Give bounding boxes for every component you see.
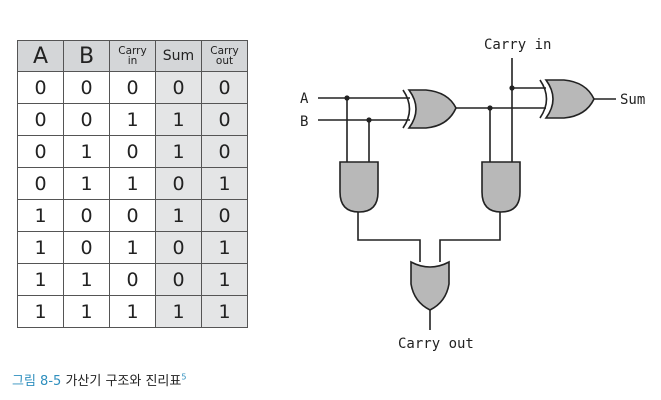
- junction-dot: [509, 85, 515, 91]
- header-sum: Sum: [155, 40, 202, 72]
- truth-table-cell: 1: [109, 295, 156, 328]
- and-gate-1: [339, 161, 379, 213]
- truth-table-cell: 0: [201, 71, 248, 104]
- input-b-label: B: [300, 114, 308, 130]
- truth-table-cell: 0: [201, 103, 248, 136]
- and-gate-2: [481, 161, 521, 213]
- truth-table-cell: 1: [109, 231, 156, 264]
- header-carry-out-line1: Carry: [210, 45, 239, 57]
- truth-table-cell: 0: [17, 71, 64, 104]
- truth-table-cell: 1: [17, 295, 64, 328]
- truth-table-cell: 0: [109, 263, 156, 296]
- truth-table-cell: 1: [155, 295, 202, 328]
- figure-number: 그림 8-5: [12, 374, 62, 389]
- header-carry-in-line1: Carry: [118, 45, 147, 57]
- truth-table-cell: 1: [155, 135, 202, 168]
- truth-table-cell: 1: [63, 295, 110, 328]
- truth-table-cell: 1: [201, 295, 248, 328]
- truth-table-cell: 0: [63, 103, 110, 136]
- truth-table-cell: 0: [201, 199, 248, 232]
- truth-table-cell: 1: [155, 199, 202, 232]
- truth-table-cell: 1: [109, 167, 156, 200]
- truth-table-cell: 0: [63, 199, 110, 232]
- carry-out-label: Carry out: [398, 336, 474, 352]
- truth-table-cell: 0: [109, 135, 156, 168]
- carry-in-label: Carry in: [484, 37, 551, 53]
- xor-gate-1: [402, 89, 457, 129]
- sum-label: Sum: [620, 92, 645, 108]
- truth-table-cell: 0: [17, 103, 64, 136]
- truth-table-cell: 1: [201, 167, 248, 200]
- junction-dot: [366, 117, 372, 123]
- header-carry-in-line2: in: [127, 55, 138, 67]
- header-a: A: [17, 40, 64, 72]
- truth-table-cell: 1: [63, 167, 110, 200]
- truth-table-cell: 0: [201, 135, 248, 168]
- input-a-label: A: [300, 91, 309, 107]
- footnote-marker: 5: [181, 372, 187, 382]
- truth-table-cell: 0: [109, 71, 156, 104]
- truth-table-cell: 1: [155, 103, 202, 136]
- or-gate: [410, 260, 450, 311]
- header-carry-out-line2: out: [215, 55, 234, 67]
- junction-dot: [344, 95, 350, 101]
- truth-table-cell: 0: [63, 231, 110, 264]
- truth-table-cell: 0: [155, 231, 202, 264]
- xor-gate-2: [539, 79, 595, 119]
- circuit-wires: [318, 58, 616, 330]
- truth-table-cell: 1: [63, 135, 110, 168]
- caption-text: 가산기 구조와 진리표: [65, 374, 182, 389]
- truth-table-cell: 1: [63, 263, 110, 296]
- figure-caption: 그림 8-5 가산기 구조와 진리표5: [12, 370, 186, 389]
- junction-dot: [487, 105, 493, 111]
- truth-table-cell: 0: [155, 167, 202, 200]
